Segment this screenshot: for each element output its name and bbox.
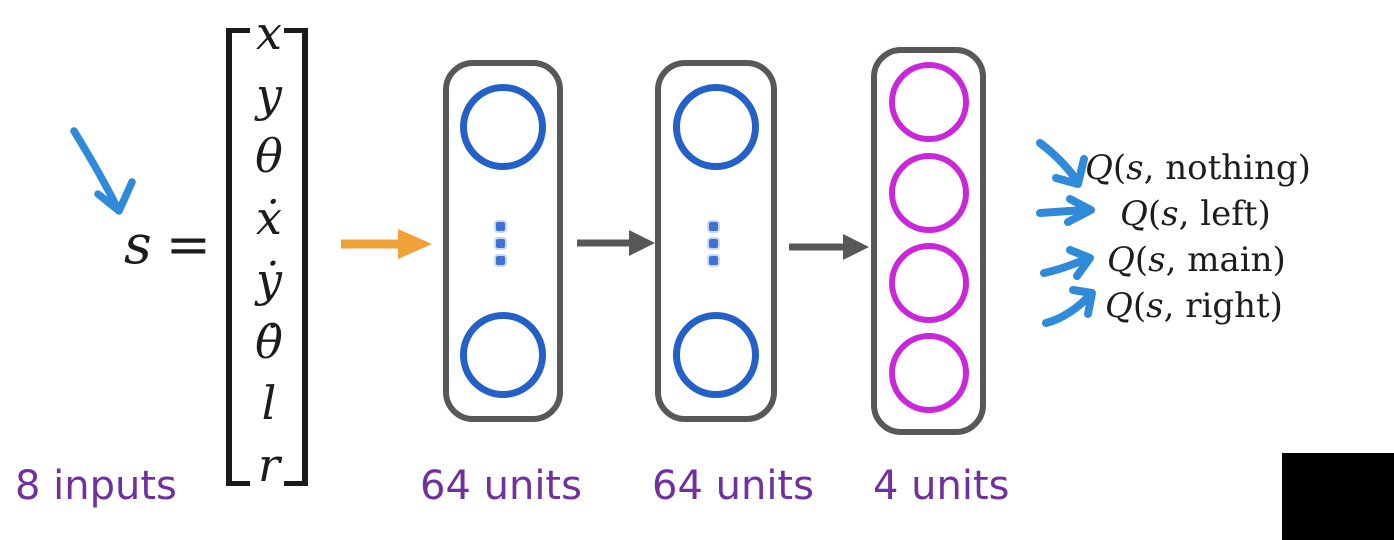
equals-sign: = — [165, 213, 211, 276]
layer2-units-label: 64 units — [652, 463, 814, 509]
q-value-label-right: Q(s, right) — [1105, 286, 1283, 326]
hand-arrow-icon — [1042, 286, 1096, 327]
inputs-count-label: 8 inputs — [15, 463, 177, 509]
output-node — [889, 243, 969, 323]
gray-arrow-icon — [789, 234, 869, 260]
layer1-units-label: 64 units — [420, 463, 582, 509]
vector-right-bracket — [284, 28, 308, 486]
neuron-node — [460, 312, 546, 398]
black-corner-patch — [1282, 453, 1394, 540]
hand-arrow-icon — [1036, 139, 1088, 188]
q-value-label-left: Q(s, left) — [1120, 194, 1271, 234]
neuron-node — [460, 84, 546, 170]
hand-arrow-icon — [1036, 195, 1095, 226]
vector-entry: l — [261, 376, 277, 431]
vector-entry: ẋ — [256, 191, 282, 246]
state-vector: x y θ ẋ ẏ θ̇ l r — [238, 10, 300, 488]
hand-arrow-icon — [70, 127, 136, 215]
state-equation: s = — [124, 218, 211, 272]
output-node — [889, 62, 969, 142]
orange-arrow-icon — [341, 229, 432, 259]
layer3-units-label: 4 units — [873, 463, 1010, 509]
vector-entry: θ — [255, 129, 283, 184]
gray-arrow-icon — [577, 230, 655, 256]
neuron-node — [673, 84, 759, 170]
vector-entry: ẏ — [256, 252, 282, 307]
output-node — [889, 333, 969, 413]
q-value-label-main: Q(s, main) — [1107, 240, 1286, 280]
hand-arrow-icon — [1040, 246, 1094, 280]
vector-entry: y — [256, 67, 282, 122]
state-symbol: s — [124, 213, 152, 276]
vector-left-bracket — [226, 28, 250, 486]
neuron-node — [673, 312, 759, 398]
vector-entry: x — [256, 6, 282, 60]
q-value-label-nothing: Q(s, nothing) — [1085, 148, 1311, 188]
vector-entry: θ̇ — [255, 314, 283, 369]
vector-entry: r — [258, 437, 280, 492]
output-node — [889, 153, 969, 233]
